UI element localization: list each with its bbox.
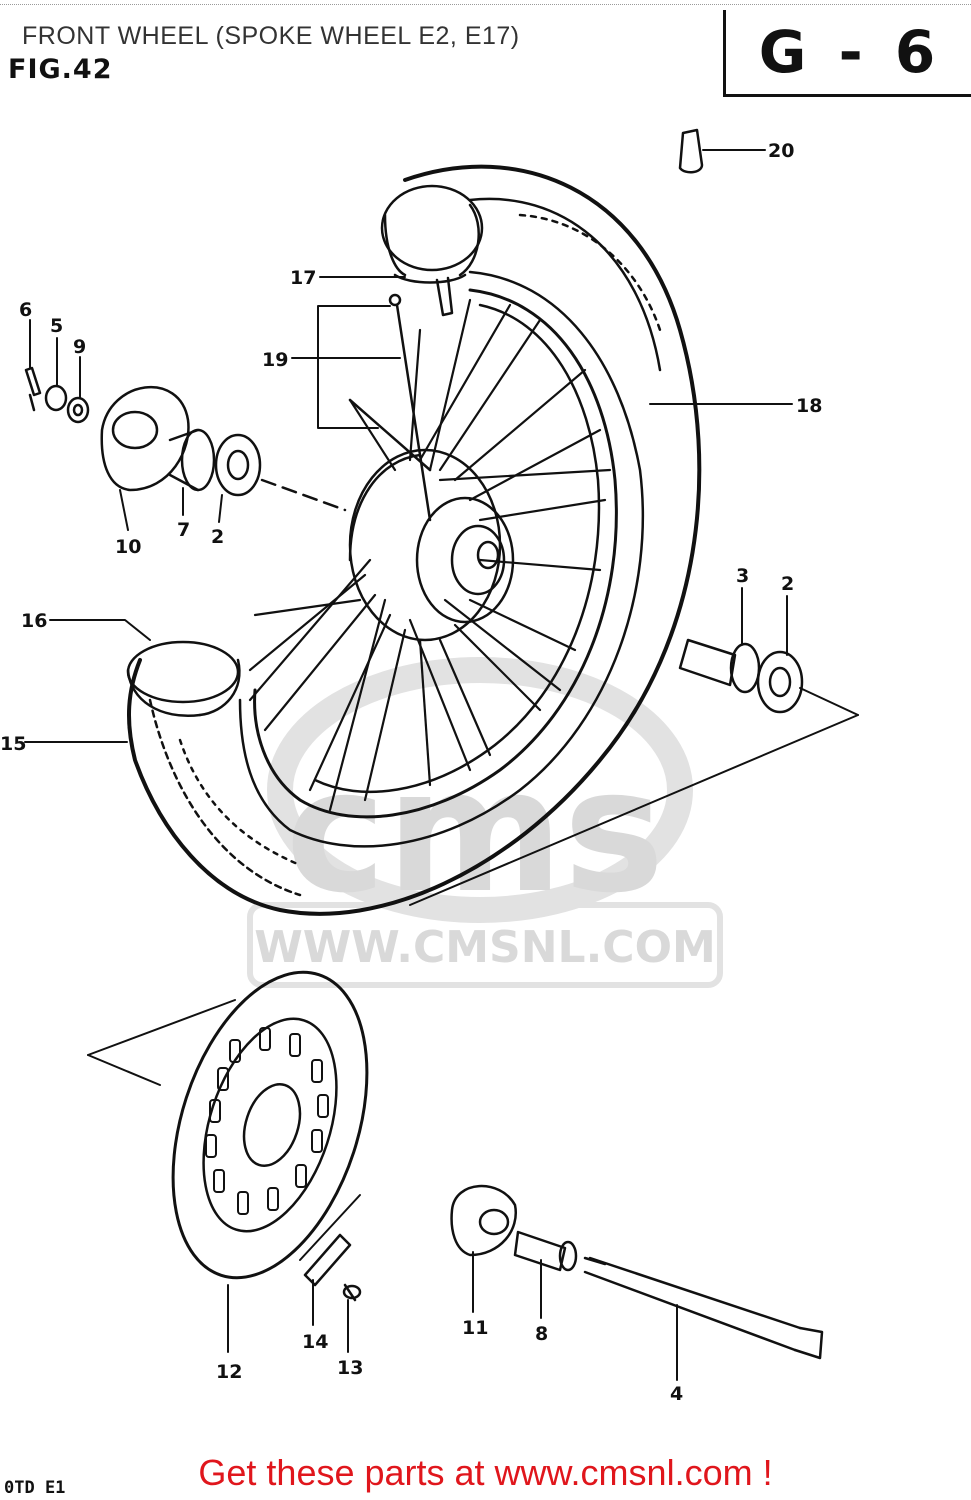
left-spacer-bearing xyxy=(168,428,347,512)
section-code: G - 6 xyxy=(758,18,942,86)
valve xyxy=(435,276,454,317)
guide-lines xyxy=(87,687,859,1261)
hub xyxy=(348,448,515,642)
tyre xyxy=(127,164,702,916)
brake-disc xyxy=(171,970,369,1280)
ref-4: 4 xyxy=(670,1383,683,1405)
ref-7: 7 xyxy=(177,519,190,541)
ref-11: 11 xyxy=(462,1317,488,1339)
ref-15: 15 xyxy=(0,733,26,755)
ref-19: 19 xyxy=(262,349,288,371)
page-title: FRONT WHEEL (SPOKE WHEEL E2, E17) xyxy=(22,22,520,50)
figure-label: FIG.42 xyxy=(8,54,113,85)
ref-2-left: 2 xyxy=(211,526,224,548)
ref-14: 14 xyxy=(302,1331,328,1353)
axle-assembly xyxy=(450,1184,824,1360)
valve-cap xyxy=(678,128,704,174)
ref-6: 6 xyxy=(19,299,32,321)
ref-2-right: 2 xyxy=(781,573,794,595)
right-spacer-bearing xyxy=(678,638,804,714)
ref-9: 9 xyxy=(73,336,86,358)
ref-3: 3 xyxy=(736,565,749,587)
spokes xyxy=(248,298,612,812)
watermark-url: WWW.CMSNL.COM xyxy=(254,922,716,973)
speedometer-gearbox xyxy=(100,385,190,492)
ref-18: 18 xyxy=(796,395,822,417)
ref-5: 5 xyxy=(50,315,63,337)
watermark: cms WWW.CMSNL.COM xyxy=(247,657,723,988)
ref-20: 20 xyxy=(768,140,794,162)
watermark-logo: cms xyxy=(285,733,664,931)
ref-17: 17 xyxy=(290,267,316,289)
section-code-box: G - 6 xyxy=(723,10,971,97)
ref-16: 16 xyxy=(21,610,47,632)
ref-8: 8 xyxy=(535,1323,548,1345)
leader-lines xyxy=(24,149,793,1381)
ref-10: 10 xyxy=(115,536,141,558)
tyre-section-top xyxy=(380,184,484,284)
ref-12: 12 xyxy=(216,1361,242,1383)
top-dotted-rule xyxy=(0,4,971,5)
spoke-set xyxy=(348,293,432,522)
disc-fasteners xyxy=(303,1233,362,1302)
part-reference-labels: 20 17 19 18 6 5 9 10 7 2 3 2 16 15 12 14… xyxy=(0,140,822,1405)
ref-13: 13 xyxy=(337,1357,363,1379)
rim xyxy=(253,288,618,819)
footer-code: 0TD E1 xyxy=(4,1478,66,1498)
tyre-section-bottom xyxy=(126,640,241,718)
cta-link[interactable]: Get these parts at www.cmsnl.com ! xyxy=(198,1452,773,1493)
